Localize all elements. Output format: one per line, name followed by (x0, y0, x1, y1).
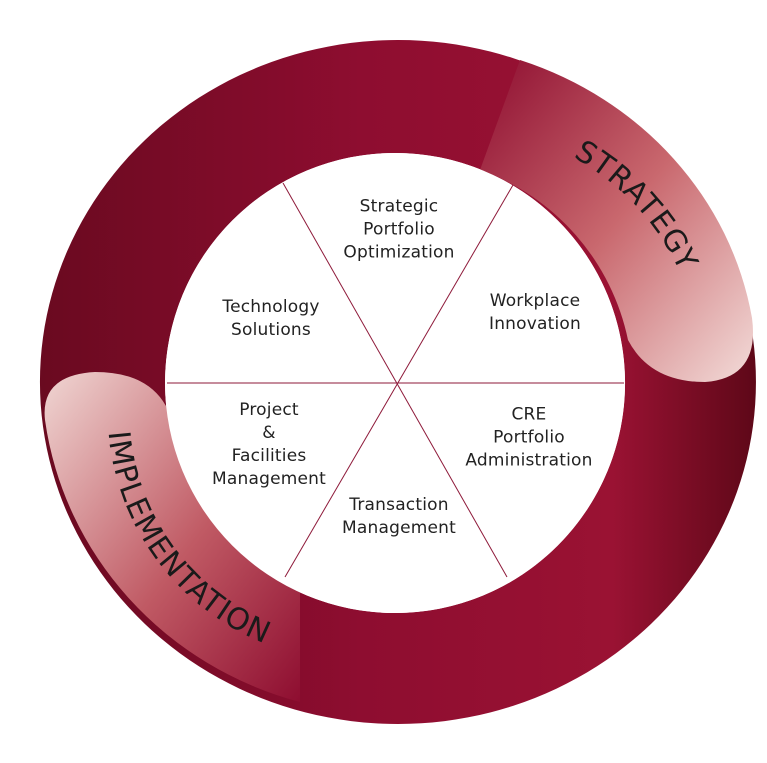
divider-line (282, 182, 508, 578)
divider-line (284, 184, 514, 578)
segment-technology-solutions: Technology Solutions (222, 297, 320, 340)
segment-strategic-portfolio-optimization: Strategic Portfolio Optimization (343, 196, 455, 263)
implementation-band (44, 372, 301, 702)
strategy-band (480, 60, 754, 382)
segment-workplace-innovation: Workplace Innovation (488, 291, 582, 334)
segment-cre-portfolio-administration: CRE Portfolio Administration (465, 404, 593, 471)
segment-dividers (167, 182, 624, 578)
segment-transaction-management: Transaction Management (342, 495, 456, 538)
segment-project-facilities-management: Project & Facilities Management (212, 400, 326, 489)
